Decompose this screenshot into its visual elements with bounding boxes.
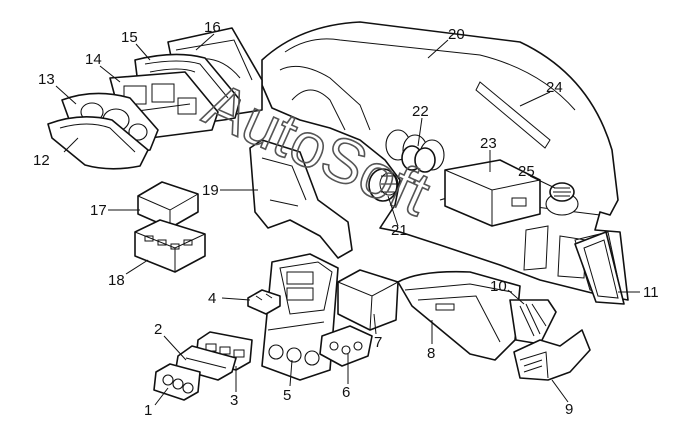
callout-16: 16 <box>204 19 221 36</box>
callout-20: 20 <box>448 26 465 43</box>
part-11-end-cap <box>574 231 625 305</box>
callout-6: 6 <box>342 384 350 401</box>
callout-11: 11 <box>643 284 659 301</box>
callout-3: 3 <box>230 392 238 409</box>
part-21-vent <box>368 168 399 202</box>
part-25-side-vent <box>549 182 575 202</box>
callout-19: 19 <box>202 182 219 199</box>
part-18-fuse-box <box>134 219 206 273</box>
part-19-side-panel <box>249 139 353 259</box>
part-5-center-console <box>261 253 339 381</box>
callout-13: 13 <box>38 71 55 88</box>
part-22-gauge-rings <box>401 145 436 173</box>
leader-lines <box>55 33 640 406</box>
callout-1: 1 <box>144 402 152 419</box>
callout-numbers: 1 2 3 4 5 6 7 8 9 10 11 12 13 14 15 16 1… <box>33 19 659 419</box>
part-1-knob-panel <box>153 363 201 401</box>
callout-17: 17 <box>90 202 107 219</box>
callout-9: 9 <box>565 401 573 418</box>
part-23-airbag-module <box>444 159 541 227</box>
callout-14: 14 <box>85 51 102 68</box>
part-17-relay-box <box>137 181 199 229</box>
part-7-storage-box <box>337 269 399 331</box>
callout-7: 7 <box>374 334 382 351</box>
part-12-cluster-glass <box>47 116 149 170</box>
callout-21: 21 <box>391 222 408 239</box>
callout-23: 23 <box>480 135 497 152</box>
callout-4: 4 <box>208 290 216 307</box>
part-9-side-vent-housing <box>513 329 591 381</box>
callout-2: 2 <box>154 321 162 338</box>
callout-15: 15 <box>121 29 138 46</box>
part-6-climate-control <box>319 325 373 367</box>
part-10-side-bracket <box>509 299 557 345</box>
callout-12: 12 <box>33 152 50 169</box>
callout-8: 8 <box>427 345 435 362</box>
part-8-glove-box <box>397 270 521 361</box>
callout-24: 24 <box>546 79 563 96</box>
callout-10: 10 <box>490 278 507 295</box>
callout-22: 22 <box>412 103 429 120</box>
callout-5: 5 <box>283 387 291 404</box>
callout-18: 18 <box>108 272 125 289</box>
part-4-switch <box>247 289 281 315</box>
callout-25: 25 <box>518 163 535 180</box>
